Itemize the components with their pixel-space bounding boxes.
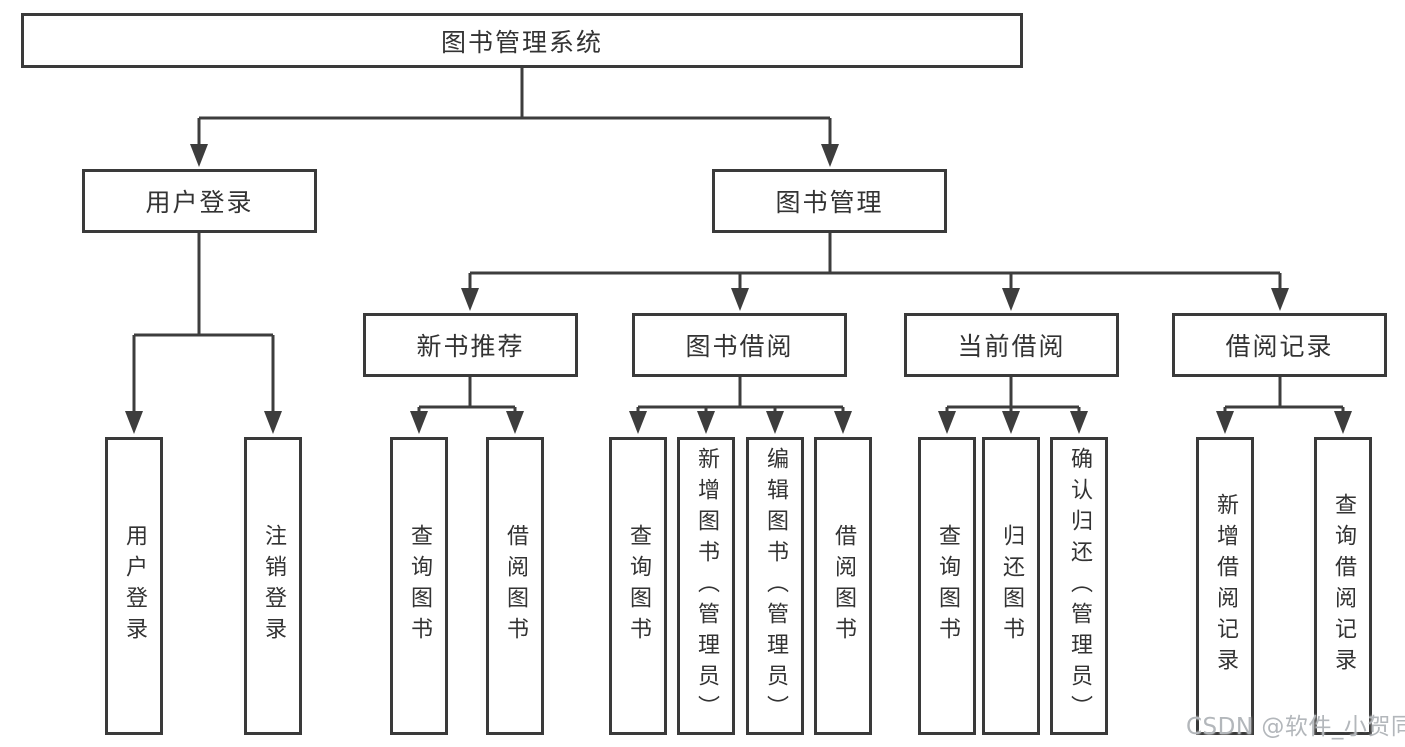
arrowhead — [125, 411, 143, 434]
leaf-add-borrow-record: 新增借阅记录 — [1196, 437, 1254, 735]
arrowhead — [1002, 411, 1020, 434]
arrowhead — [834, 411, 852, 434]
leaf-borrow-books-recommend: 借阅图书 — [486, 437, 544, 735]
node-book-borrow-label: 图书借阅 — [685, 332, 794, 361]
arrowhead — [1070, 411, 1088, 434]
leaf-query-borrow-record: 查询借阅记录 — [1314, 437, 1372, 735]
leaf-logout: 注销登录 — [244, 437, 302, 735]
csdn-watermark: CSDN @软件_小贺同学 — [1186, 714, 1405, 740]
leaf-return-book: 归还图书 — [982, 437, 1040, 735]
leaf-edit-book-admin-label: 编辑图书（管理员） — [763, 446, 788, 726]
leaf-query-books-borrow: 查询图书 — [609, 437, 667, 735]
edge-borrow-records-children — [1216, 377, 1352, 434]
arrowhead — [731, 288, 749, 311]
leaf-logout-label: 注销登录 — [261, 524, 286, 648]
node-book-management: 图书管理 — [712, 169, 947, 233]
leaf-borrow-books-recommend-label: 借阅图书 — [503, 524, 528, 648]
leaf-query-books-borrow-label: 查询图书 — [626, 524, 651, 648]
node-root-label: 图书管理系统 — [440, 27, 603, 57]
leaf-borrow-books-borrow-label: 借阅图书 — [831, 524, 856, 648]
leaf-query-books-current-label: 查询图书 — [935, 524, 960, 648]
edge-current-borrow-children — [938, 377, 1088, 434]
node-borrow-records-label: 借阅记录 — [1225, 332, 1334, 361]
arrowhead — [264, 411, 282, 434]
node-borrow-records: 借阅记录 — [1172, 313, 1387, 377]
leaf-user-login: 用户登录 — [105, 437, 163, 735]
arrowhead — [766, 411, 784, 434]
node-current-borrow: 当前借阅 — [904, 313, 1119, 377]
node-new-book-recommend: 新书推荐 — [363, 313, 578, 377]
leaf-user-login-label: 用户登录 — [122, 524, 147, 648]
leaf-query-books-recommend-label: 查询图书 — [407, 524, 432, 648]
arrowhead — [190, 144, 208, 167]
leaf-query-borrow-record-label: 查询借阅记录 — [1331, 493, 1356, 679]
leaf-confirm-return-admin-label: 确认归还（管理员） — [1067, 446, 1092, 726]
edge-root-to-level2 — [190, 68, 839, 167]
leaf-add-borrow-record-label: 新增借阅记录 — [1213, 493, 1238, 679]
node-user-login: 用户登录 — [82, 169, 317, 233]
edge-user-login-children — [125, 233, 282, 434]
node-new-book-recommend-label: 新书推荐 — [416, 332, 525, 361]
arrowhead — [1002, 288, 1020, 311]
edge-book-management-children — [461, 233, 1289, 311]
node-book-borrow: 图书借阅 — [632, 313, 847, 377]
arrowhead — [697, 411, 715, 434]
arrowhead — [1334, 411, 1352, 434]
leaf-return-book-label: 归还图书 — [999, 524, 1024, 648]
leaf-add-book-admin-label: 新增图书（管理员） — [694, 446, 719, 726]
arrowhead — [821, 144, 839, 167]
arrowhead — [410, 411, 428, 434]
leaf-confirm-return-admin: 确认归还（管理员） — [1050, 437, 1108, 735]
arrowhead — [1216, 411, 1234, 434]
arrowhead — [1271, 288, 1289, 311]
node-user-login-label: 用户登录 — [145, 188, 254, 217]
arrowhead — [938, 411, 956, 434]
leaf-query-books-recommend: 查询图书 — [390, 437, 448, 735]
leaf-borrow-books-borrow: 借阅图书 — [814, 437, 872, 735]
arrowhead — [629, 411, 647, 434]
node-root: 图书管理系统 — [21, 13, 1023, 68]
node-book-management-label: 图书管理 — [775, 188, 884, 217]
leaf-add-book-admin: 新增图书（管理员） — [677, 437, 735, 735]
arrowhead — [506, 411, 524, 434]
edge-book-borrow-children — [629, 377, 852, 434]
leaf-query-books-current: 查询图书 — [918, 437, 976, 735]
edge-new-book-children — [410, 377, 524, 434]
arrowhead — [461, 288, 479, 311]
node-current-borrow-label: 当前借阅 — [957, 332, 1066, 361]
leaf-edit-book-admin: 编辑图书（管理员） — [746, 437, 804, 735]
